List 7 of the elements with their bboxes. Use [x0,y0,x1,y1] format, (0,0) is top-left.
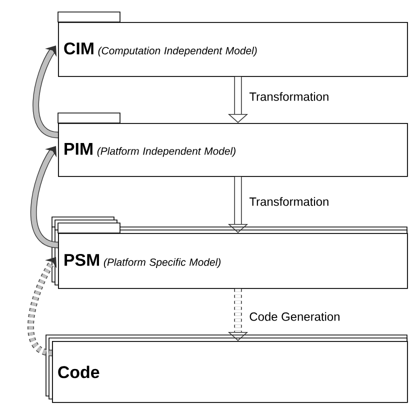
edge-label: Transformation [248,196,330,207]
folder-box: PSM (Platform Specific Model) [52,216,408,289]
edge-label: Code Generation [248,311,342,322]
folder-box: PIM (Platform Independent Model) [58,112,408,177]
folder-box: Code [46,334,408,403]
folder-box: CIM (Computation Independent Model) [58,12,408,77]
edge-label: Transformation [248,91,330,102]
